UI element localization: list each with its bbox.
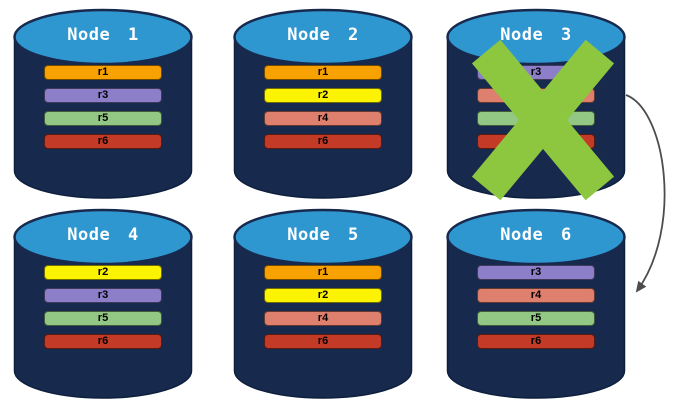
replica-row: r5 xyxy=(477,111,595,126)
cylinder-top xyxy=(446,208,626,266)
replica-label: r4 xyxy=(530,289,542,301)
replica-rows: r1 r3 r5 r6 xyxy=(44,65,162,149)
replica-row: r3 xyxy=(44,288,162,303)
node-5: Node 5 r1 r2 r4 r6 xyxy=(233,208,413,400)
replica-row: r5 xyxy=(44,311,162,326)
cylinder-top xyxy=(233,8,413,66)
replica-label: r1 xyxy=(97,66,109,78)
replica-row: r1 xyxy=(44,65,162,80)
node-title: Node 3 xyxy=(500,25,572,45)
node-title: Node 1 xyxy=(67,25,139,45)
replica-rows: r1 r2 r4 r6 xyxy=(264,65,382,149)
node-6: Node 6 r3 r4 r5 r6 xyxy=(446,208,626,400)
replica-row: r1 xyxy=(264,265,382,280)
replica-label: r5 xyxy=(97,312,109,324)
replication-arrow xyxy=(625,94,666,293)
replica-label: r3 xyxy=(97,89,109,101)
replica-label: r5 xyxy=(530,312,542,324)
replica-label: r6 xyxy=(317,135,329,147)
replica-label: r4 xyxy=(530,89,542,101)
replica-label: r2 xyxy=(97,266,109,278)
replica-row: r6 xyxy=(477,134,595,149)
node-title: Node 2 xyxy=(287,25,359,45)
replica-row: r2 xyxy=(264,288,382,303)
replica-label: r5 xyxy=(530,112,542,124)
replica-label: r3 xyxy=(530,66,542,78)
replica-label: r5 xyxy=(97,112,109,124)
cylinder-top xyxy=(13,8,193,66)
replica-label: r6 xyxy=(97,335,109,347)
node-2: Node 2 r1 r2 r4 r6 xyxy=(233,8,413,200)
replica-label: r3 xyxy=(97,289,109,301)
node-title: Node 6 xyxy=(500,225,572,245)
replica-row: r5 xyxy=(477,311,595,326)
cylinder-top xyxy=(13,208,193,266)
replica-label: r4 xyxy=(317,312,329,324)
replica-label: r6 xyxy=(530,135,542,147)
replica-label: r1 xyxy=(317,66,329,78)
node-3: Node 3 r3 r4 r5 r6 xyxy=(446,8,626,200)
replica-row: r4 xyxy=(264,111,382,126)
replica-row: r5 xyxy=(44,111,162,126)
replica-row: r2 xyxy=(44,265,162,280)
replica-row: r6 xyxy=(477,334,595,349)
replica-row: r1 xyxy=(264,65,382,80)
replica-row: r4 xyxy=(477,88,595,103)
replica-label: r6 xyxy=(97,135,109,147)
node-title: Node 5 xyxy=(287,225,359,245)
node-1: Node 1 r1 r3 r5 r6 xyxy=(13,8,193,200)
replica-label: r3 xyxy=(530,266,542,278)
replica-row: r6 xyxy=(264,334,382,349)
replica-label: r6 xyxy=(317,335,329,347)
replica-label: r4 xyxy=(317,112,329,124)
replica-rows: r2 r3 r5 r6 xyxy=(44,265,162,349)
replica-row: r3 xyxy=(44,88,162,103)
replica-label: r1 xyxy=(317,266,329,278)
replica-row: r6 xyxy=(264,134,382,149)
replica-rows: r3 r4 r5 r6 xyxy=(477,265,595,349)
replica-label: r2 xyxy=(317,289,329,301)
replica-label: r6 xyxy=(530,335,542,347)
replica-row: r3 xyxy=(477,65,595,80)
node-4: Node 4 r2 r3 r5 r6 xyxy=(13,208,193,400)
node-title: Node 4 xyxy=(67,225,139,245)
replica-row: r3 xyxy=(477,265,595,280)
replica-row: r4 xyxy=(477,288,595,303)
replica-rows: r1 r2 r4 r6 xyxy=(264,265,382,349)
cylinder-top xyxy=(233,208,413,266)
replica-label: r2 xyxy=(317,89,329,101)
replica-row: r2 xyxy=(264,88,382,103)
replica-row: r6 xyxy=(44,134,162,149)
replica-row: r4 xyxy=(264,311,382,326)
replica-row: r6 xyxy=(44,334,162,349)
replica-rows: r3 r4 r5 r6 xyxy=(477,65,595,149)
